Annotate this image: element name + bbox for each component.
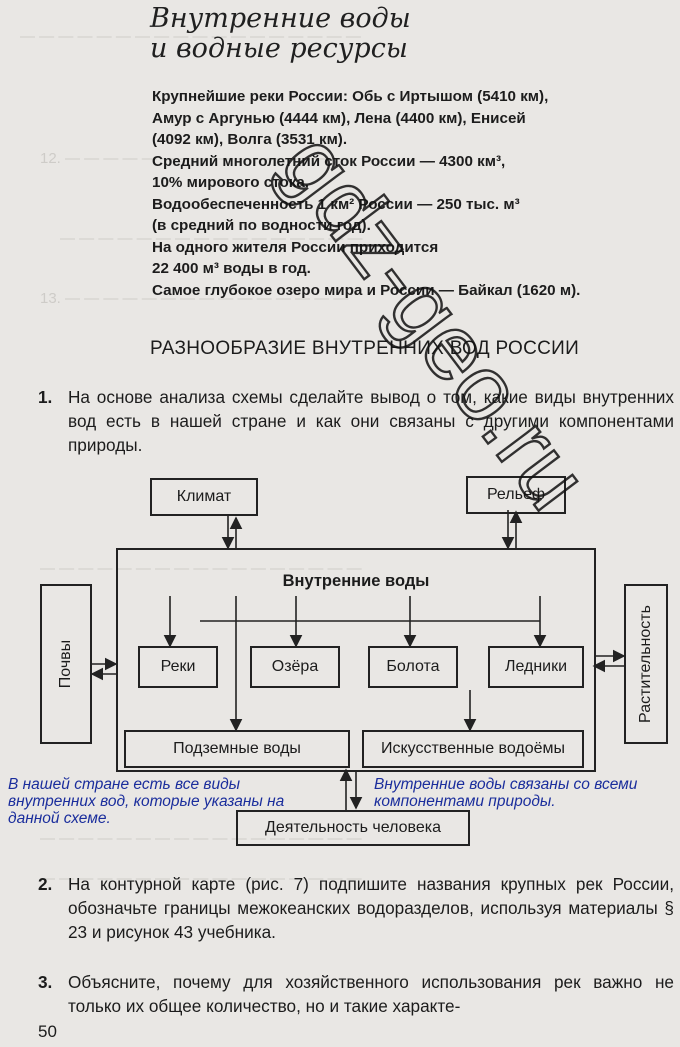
- fact-line: 10% мирового стока.: [152, 174, 310, 191]
- fact-line: Средний многолетний сток России — 4300 к…: [152, 152, 506, 170]
- title-line-1: Внутренние воды: [150, 3, 411, 34]
- task-number: 3.: [38, 972, 53, 992]
- inner-waters-frame: Внутренние воды: [116, 548, 596, 772]
- relief-box: Рельеф: [466, 476, 566, 514]
- task-text: На основе анализа схемы сделайте вывод о…: [68, 387, 674, 455]
- vegetation-box: Растительность: [624, 584, 668, 744]
- fact-line: На одного жителя России приходится: [152, 238, 439, 256]
- fact-line: Водообеспеченность 1 км² России — 250 ты…: [152, 195, 520, 213]
- climate-box: Климат: [150, 478, 258, 516]
- task-number: 1.: [38, 387, 53, 407]
- page-number: 50: [38, 1022, 57, 1041]
- task-1: 1. На основе анализа схемы сделайте выво…: [38, 385, 674, 457]
- fact-line: 22 400 м³ воды в год.: [152, 260, 311, 277]
- title-line-2: и водные ресурсы: [150, 33, 408, 64]
- task-number: 2.: [38, 874, 53, 894]
- fact-line: Крупнейшие реки России: Обь с Иртышом (5…: [152, 88, 549, 105]
- swamps-box: Болота: [368, 646, 458, 688]
- answer-right: Внутренние воды связаны со всеми компоне…: [374, 776, 638, 810]
- human-activity-box: Деятельность человека: [236, 810, 470, 846]
- lakes-box: Озёра: [250, 646, 340, 688]
- section-heading: РАЗНООБРАЗИЕ ВНУТРЕННИХ ВОД РОССИИ: [150, 338, 580, 359]
- task-text: На контурной карте (рис. 7) подпишите на…: [68, 874, 674, 942]
- inner-waters-label: Внутренние воды: [282, 572, 430, 590]
- fact-line: (в средний по водности год).: [152, 217, 371, 234]
- fact-line: Самое глубокое озеро мира и России — Бай…: [152, 281, 581, 299]
- task-2: 2. На контурной карте (рис. 7) подпишите…: [38, 872, 674, 944]
- answer-left: В нашей стране есть все виды внутренних …: [8, 776, 285, 827]
- soils-label: Почвы: [57, 639, 75, 689]
- vegetation-label: Растительность: [637, 605, 655, 723]
- rivers-box: Реки: [138, 646, 218, 688]
- fact-line: (4092 км), Волга (3531 км).: [152, 131, 348, 148]
- groundwater-box: Подземные воды: [124, 730, 350, 768]
- task-3: 3. Объясните, почему для хозяйственного …: [38, 970, 674, 1018]
- reservoirs-box: Искусственные водоёмы: [362, 730, 584, 768]
- page-title: Внутренние воды и водные ресурсы: [150, 4, 411, 64]
- glaciers-box: Ледники: [488, 646, 584, 688]
- soils-box: Почвы: [40, 584, 92, 744]
- fact-line: Амур с Аргунью (4444 км), Лена (4400 км)…: [152, 109, 526, 127]
- task-text: Объясните, почему для хозяйственного исп…: [68, 972, 674, 1016]
- facts-block: Крупнейшие реки России: Обь с Иртышом (5…: [152, 86, 672, 301]
